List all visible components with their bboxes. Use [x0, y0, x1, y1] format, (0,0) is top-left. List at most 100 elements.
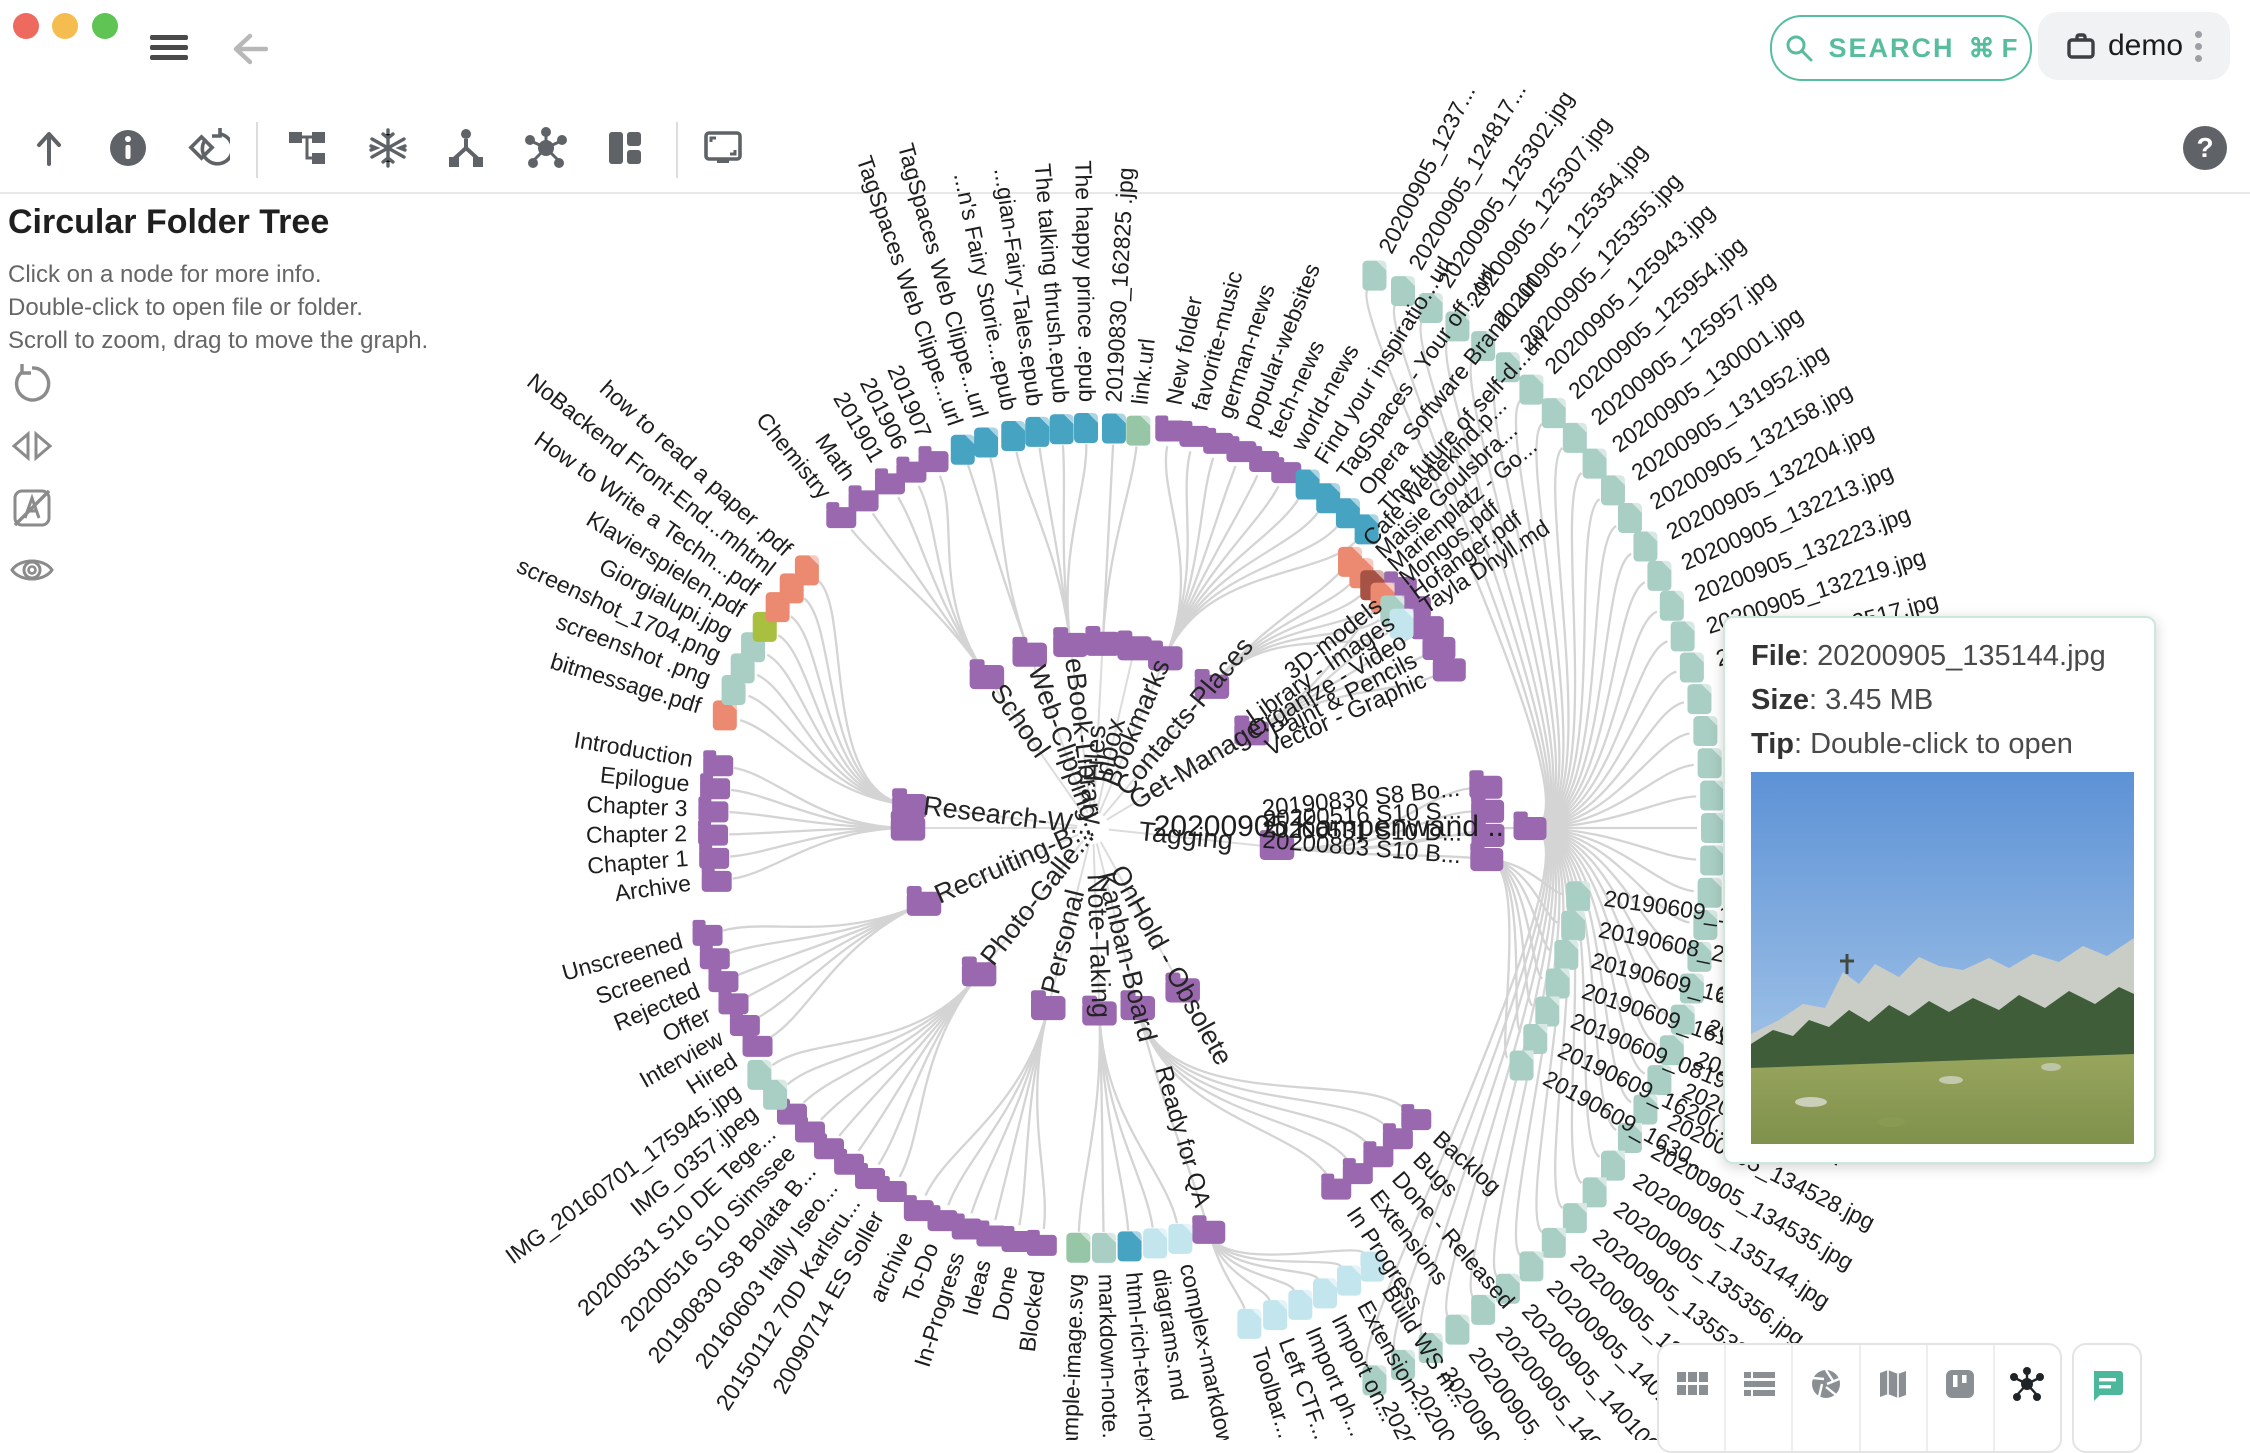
- help-icon[interactable]: ?: [2183, 126, 2227, 170]
- kanban-perspective-icon[interactable]: [1928, 1345, 1995, 1451]
- tree-node[interactable]: [1495, 1273, 1520, 1304]
- tree-node[interactable]: [692, 919, 723, 946]
- mirror-icon[interactable]: [10, 424, 54, 468]
- tree-node[interactable]: [1693, 909, 1718, 940]
- tree-node[interactable]: [1659, 590, 1684, 621]
- tree-node[interactable]: [1471, 794, 1505, 823]
- tree-node[interactable]: [1422, 631, 1456, 661]
- tree-node[interactable]: [1179, 420, 1210, 447]
- tree-node[interactable]: [1670, 1004, 1695, 1035]
- tree-node[interactable]: [1117, 1231, 1142, 1262]
- tree-node[interactable]: [1091, 1232, 1116, 1263]
- tree-node[interactable]: [974, 427, 999, 458]
- tree-node[interactable]: [1168, 1223, 1193, 1254]
- tree-node[interactable]: [1362, 260, 1387, 291]
- tree-node[interactable]: [718, 988, 749, 1015]
- info-icon[interactable]: [106, 126, 150, 170]
- tree-node[interactable]: [1234, 715, 1269, 746]
- minimize-window-button[interactable]: [52, 13, 78, 39]
- tree-node[interactable]: [1165, 972, 1200, 1003]
- zoom-window-button[interactable]: [92, 13, 118, 39]
- tree-node[interactable]: [1313, 1278, 1338, 1309]
- tree-node[interactable]: [699, 943, 730, 970]
- tree-node[interactable]: [1600, 1150, 1625, 1181]
- tree-node[interactable]: [794, 555, 819, 586]
- grid-perspective-icon[interactable]: [1659, 1345, 1727, 1451]
- tree-node[interactable]: [1566, 881, 1591, 912]
- tree-node[interactable]: [826, 502, 857, 529]
- tree-node[interactable]: [1082, 995, 1117, 1026]
- tree-node[interactable]: [1295, 469, 1320, 500]
- rotate-shape-icon[interactable]: [186, 126, 230, 170]
- snowflake-icon[interactable]: [366, 126, 410, 170]
- tree-node[interactable]: [1554, 939, 1579, 970]
- tree-node[interactable]: [1693, 716, 1718, 747]
- tree-node[interactable]: [1561, 910, 1586, 941]
- back-arrow-icon[interactable]: [228, 32, 268, 66]
- tree-node[interactable]: [1030, 990, 1066, 1021]
- more-vertical-icon[interactable]: [2195, 30, 2203, 62]
- tree-node[interactable]: [1360, 1251, 1385, 1282]
- tree-node[interactable]: [1679, 973, 1704, 1004]
- tree-node[interactable]: [1471, 1294, 1496, 1325]
- close-window-button[interactable]: [13, 13, 39, 39]
- tree-node[interactable]: [1701, 813, 1725, 843]
- search-button[interactable]: SEARCH ⌘ F: [1770, 15, 2032, 81]
- tree-node[interactable]: [1495, 352, 1520, 383]
- map-perspective-icon[interactable]: [1861, 1345, 1928, 1451]
- tree-node[interactable]: [950, 434, 975, 465]
- tree-node[interactable]: [1647, 560, 1672, 591]
- tree-node[interactable]: [1659, 1035, 1684, 1066]
- tree-node[interactable]: [1687, 684, 1712, 715]
- tree-node[interactable]: [1335, 498, 1360, 529]
- tree-node[interactable]: [1237, 1308, 1262, 1339]
- eye-icon[interactable]: [10, 548, 54, 592]
- tree-node[interactable]: [1117, 630, 1152, 661]
- tree-node[interactable]: [1354, 514, 1379, 545]
- tree-node[interactable]: [747, 1059, 772, 1090]
- tree-node[interactable]: [1432, 652, 1466, 682]
- tree-node[interactable]: [1337, 1265, 1362, 1296]
- tree-node[interactable]: [1647, 1065, 1672, 1096]
- tree-node[interactable]: [1418, 293, 1443, 324]
- branch-icon[interactable]: [444, 126, 488, 170]
- tree-node[interactable]: [1687, 941, 1712, 972]
- tree-node[interactable]: [1633, 531, 1658, 562]
- tree-node[interactable]: [1192, 1215, 1226, 1244]
- tree-node[interactable]: [1025, 416, 1050, 447]
- tree-node[interactable]: [1600, 475, 1625, 506]
- tree-node[interactable]: [1401, 1104, 1432, 1131]
- tree-node[interactable]: [1321, 1173, 1352, 1200]
- graph-perspective-icon[interactable]: [1995, 1345, 2060, 1451]
- tree-node[interactable]: [1053, 627, 1088, 658]
- tree-node[interactable]: [1074, 413, 1099, 444]
- tree-node[interactable]: [1143, 1228, 1168, 1259]
- tree-node[interactable]: [1389, 608, 1414, 639]
- tree-node[interactable]: [698, 796, 729, 823]
- tree-node[interactable]: [1066, 1232, 1091, 1263]
- tree-node[interactable]: [1513, 811, 1547, 841]
- tree-node[interactable]: [1523, 1023, 1548, 1054]
- location-selector[interactable]: demo: [2038, 12, 2230, 80]
- tree-node[interactable]: [1148, 640, 1183, 671]
- tree-node[interactable]: [1363, 1141, 1394, 1168]
- tree-node[interactable]: [1316, 483, 1341, 514]
- rotate-ccw-icon[interactable]: [10, 362, 54, 406]
- tree-node[interactable]: [1226, 436, 1257, 463]
- disable-labels-icon[interactable]: [10, 486, 54, 530]
- tree-node[interactable]: [1120, 990, 1156, 1021]
- split-view-icon[interactable]: [603, 126, 647, 170]
- tree-node[interactable]: [1203, 427, 1234, 454]
- tree-node[interactable]: [700, 773, 731, 800]
- gallery-perspective-icon[interactable]: [1793, 1345, 1861, 1451]
- tree-node[interactable]: [1519, 1251, 1544, 1282]
- tree-node[interactable]: [1001, 421, 1026, 452]
- tree-node[interactable]: [1670, 621, 1695, 652]
- tree-node[interactable]: [1288, 1289, 1313, 1320]
- tree-node[interactable]: [1617, 1123, 1642, 1153]
- tree-node[interactable]: [1562, 1203, 1587, 1234]
- tree-node[interactable]: [1679, 652, 1704, 683]
- tree-structure-icon[interactable]: [285, 126, 329, 170]
- tree-node[interactable]: [1263, 1300, 1288, 1331]
- tree-node[interactable]: [969, 659, 1005, 690]
